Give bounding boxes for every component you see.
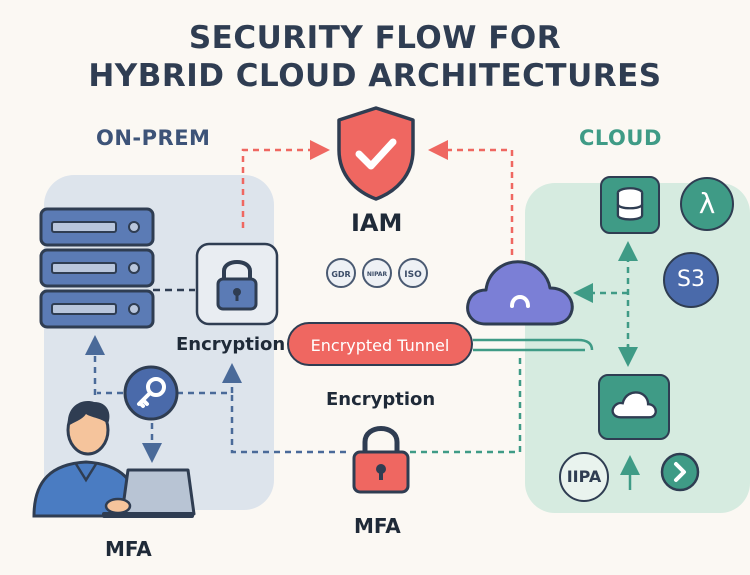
mfa-label-center: MFA xyxy=(354,514,401,538)
ipa-badge: IIPA xyxy=(559,452,609,502)
padlock-mfa-icon xyxy=(352,426,410,494)
encryption-label-left: Encryption xyxy=(176,334,286,355)
cloud-storage-icon xyxy=(598,374,670,440)
onprem-label: ON-PREM xyxy=(96,126,211,150)
compliance-badge-iso: ISO xyxy=(398,258,428,288)
lambda-icon: λ xyxy=(680,177,734,231)
green-connector-bottom xyxy=(410,358,522,454)
page-title-line-1: SECURITY FLOW FOR xyxy=(188,20,562,56)
s3-icon: S3 xyxy=(663,252,719,308)
compliance-badge-nipar: NIPAR xyxy=(362,258,392,288)
key-icon xyxy=(123,365,179,421)
laptop-user-icon xyxy=(32,401,196,518)
chevron-right-icon xyxy=(660,452,700,492)
blue-connector-key-right xyxy=(177,363,242,395)
iam-label: IAM xyxy=(351,209,403,237)
mfa-label-left: MFA xyxy=(105,537,152,561)
cloud-label: CLOUD xyxy=(579,126,662,150)
encrypted-tunnel: Encrypted Tunnel xyxy=(287,322,473,366)
padlock-icon xyxy=(195,242,279,326)
blue-connector-bottom xyxy=(230,395,350,454)
encryption-label-center: Encryption xyxy=(326,389,436,410)
page-title-line-2: HYBRID CLOUD ARCHITECTURES xyxy=(88,58,662,94)
database-icon xyxy=(600,176,660,234)
tunnel-line-1 xyxy=(473,338,594,351)
cloud-gateway-icon xyxy=(466,260,574,326)
red-connector-right xyxy=(428,140,514,255)
server-rack-icon xyxy=(39,207,155,329)
compliance-badge-gdr: GDR xyxy=(326,258,356,288)
shield-check-icon xyxy=(337,106,415,201)
red-connector-left xyxy=(241,140,330,228)
